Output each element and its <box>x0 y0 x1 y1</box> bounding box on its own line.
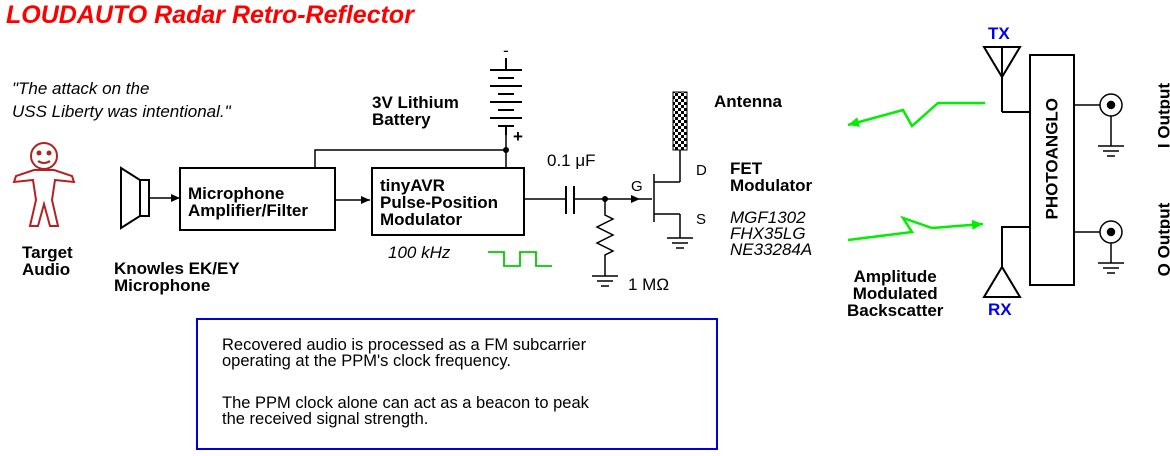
source-label: S <box>696 211 707 228</box>
note-line-2: operating at the PPM's clock frequency. <box>222 352 511 370</box>
rx-signal-beam <box>847 215 984 242</box>
fet-part-2: FHX35LG <box>730 224 806 243</box>
i-output-label: I Output <box>1154 82 1170 148</box>
battery-label-line-2: Battery <box>372 110 431 129</box>
tx-signal-beam <box>847 101 985 128</box>
photoanglo-block <box>1029 54 1075 286</box>
tx-label: TX <box>988 24 1010 43</box>
gate-label: G <box>631 178 643 195</box>
note-line-3: The PPM clock alone can act as a beacon … <box>222 394 589 412</box>
capacitor-icon <box>565 186 575 214</box>
quote-line-2: USS Liberty was intentional." <box>12 102 231 121</box>
antenna-icon <box>672 91 688 151</box>
microphone-label: Knowles EK/EY Microphone <box>114 260 240 294</box>
rx-label: RX <box>988 300 1012 319</box>
tinyavr-label-line-3: Modulator <box>380 210 463 229</box>
power-junction <box>503 147 509 153</box>
q-output-label: Q Output <box>1154 202 1170 277</box>
microphone-icon <box>120 166 150 230</box>
photoanglo-label: PHOTOANGLO <box>1042 97 1062 220</box>
resistor-label: 1 MΩ <box>628 275 670 294</box>
fet-part-1: MGF1302 <box>730 208 806 227</box>
info-note-box: Recovered audio is processed as a FM sub… <box>196 318 718 450</box>
rx-antenna-icon <box>982 226 1030 298</box>
tinyavr-label: tinyAVR Pulse-Position Modulator <box>380 177 498 228</box>
capacitor-label: 0.1 μF <box>547 151 596 170</box>
microphone-label-line-2: Microphone <box>114 276 211 295</box>
tinyavr-label-line-2: Pulse-Position <box>380 193 499 212</box>
battery-plus-label: + <box>513 127 523 146</box>
quote-line-1: "The attack on the <box>12 79 150 98</box>
fet-modulator-label: FET Modulator <box>730 160 812 194</box>
target-label-line-2: Audio <box>22 260 71 279</box>
antenna-label: Antenna <box>714 92 782 111</box>
backscatter-label-line-1: Amplitude <box>853 267 937 286</box>
target-person-icon <box>12 142 76 227</box>
microphone-label-line-1: Knowles EK/EY <box>114 259 240 278</box>
battery-label-line-1: 3V Lithium <box>372 93 459 112</box>
fet-label-line-2: Modulator <box>730 176 813 195</box>
target-label-line-1: Target <box>22 243 73 262</box>
battery-icon <box>490 58 522 135</box>
amplifier-label-line-1: Microphone <box>188 184 285 203</box>
clock-waveform <box>488 251 552 267</box>
note-line-4: the received signal strength. <box>222 410 429 428</box>
tinyavr-block <box>371 167 525 236</box>
i-output-connector-icon <box>1074 93 1124 157</box>
diagram-title: LOUDAUTO Radar Retro-Reflector <box>6 1 414 29</box>
q-output-connector-icon <box>1074 220 1124 274</box>
amplifier-label: Microphone Amplifier/Filter <box>188 185 308 219</box>
battery-minus-label: - <box>503 41 509 60</box>
fet-label-line-1: FET <box>730 159 763 178</box>
backscatter-label: Amplitude Modulated Backscatter <box>847 268 943 319</box>
resistor-icon <box>595 199 615 276</box>
battery-label: 3V Lithium Battery <box>372 94 459 128</box>
fet-transistor-icon <box>640 160 681 238</box>
resistor-ground-icon <box>592 275 618 287</box>
tinyavr-label-line-1: tinyAVR <box>380 176 445 195</box>
fet-part-3: NE33284A <box>730 240 813 259</box>
amplifier-block <box>179 167 336 231</box>
target-label: Target Audio <box>22 244 73 278</box>
backscatter-label-line-2: Modulated <box>852 284 938 303</box>
fet-part-numbers: MGF1302 FHX35LG NE33284A <box>730 208 813 259</box>
tx-antenna-icon <box>982 46 1030 113</box>
power-rail <box>314 135 507 168</box>
note-line-1: Recovered audio is processed as a FM sub… <box>222 336 587 354</box>
amplifier-label-line-2: Amplifier/Filter <box>188 201 308 220</box>
clock-frequency-label: 100 kHz <box>388 243 451 262</box>
backscatter-label-line-3: Backscatter <box>847 301 944 320</box>
quote-text: "The attack on the USS Liberty was inten… <box>12 77 231 123</box>
drain-label: D <box>696 162 707 179</box>
fet-ground-icon <box>667 237 693 249</box>
